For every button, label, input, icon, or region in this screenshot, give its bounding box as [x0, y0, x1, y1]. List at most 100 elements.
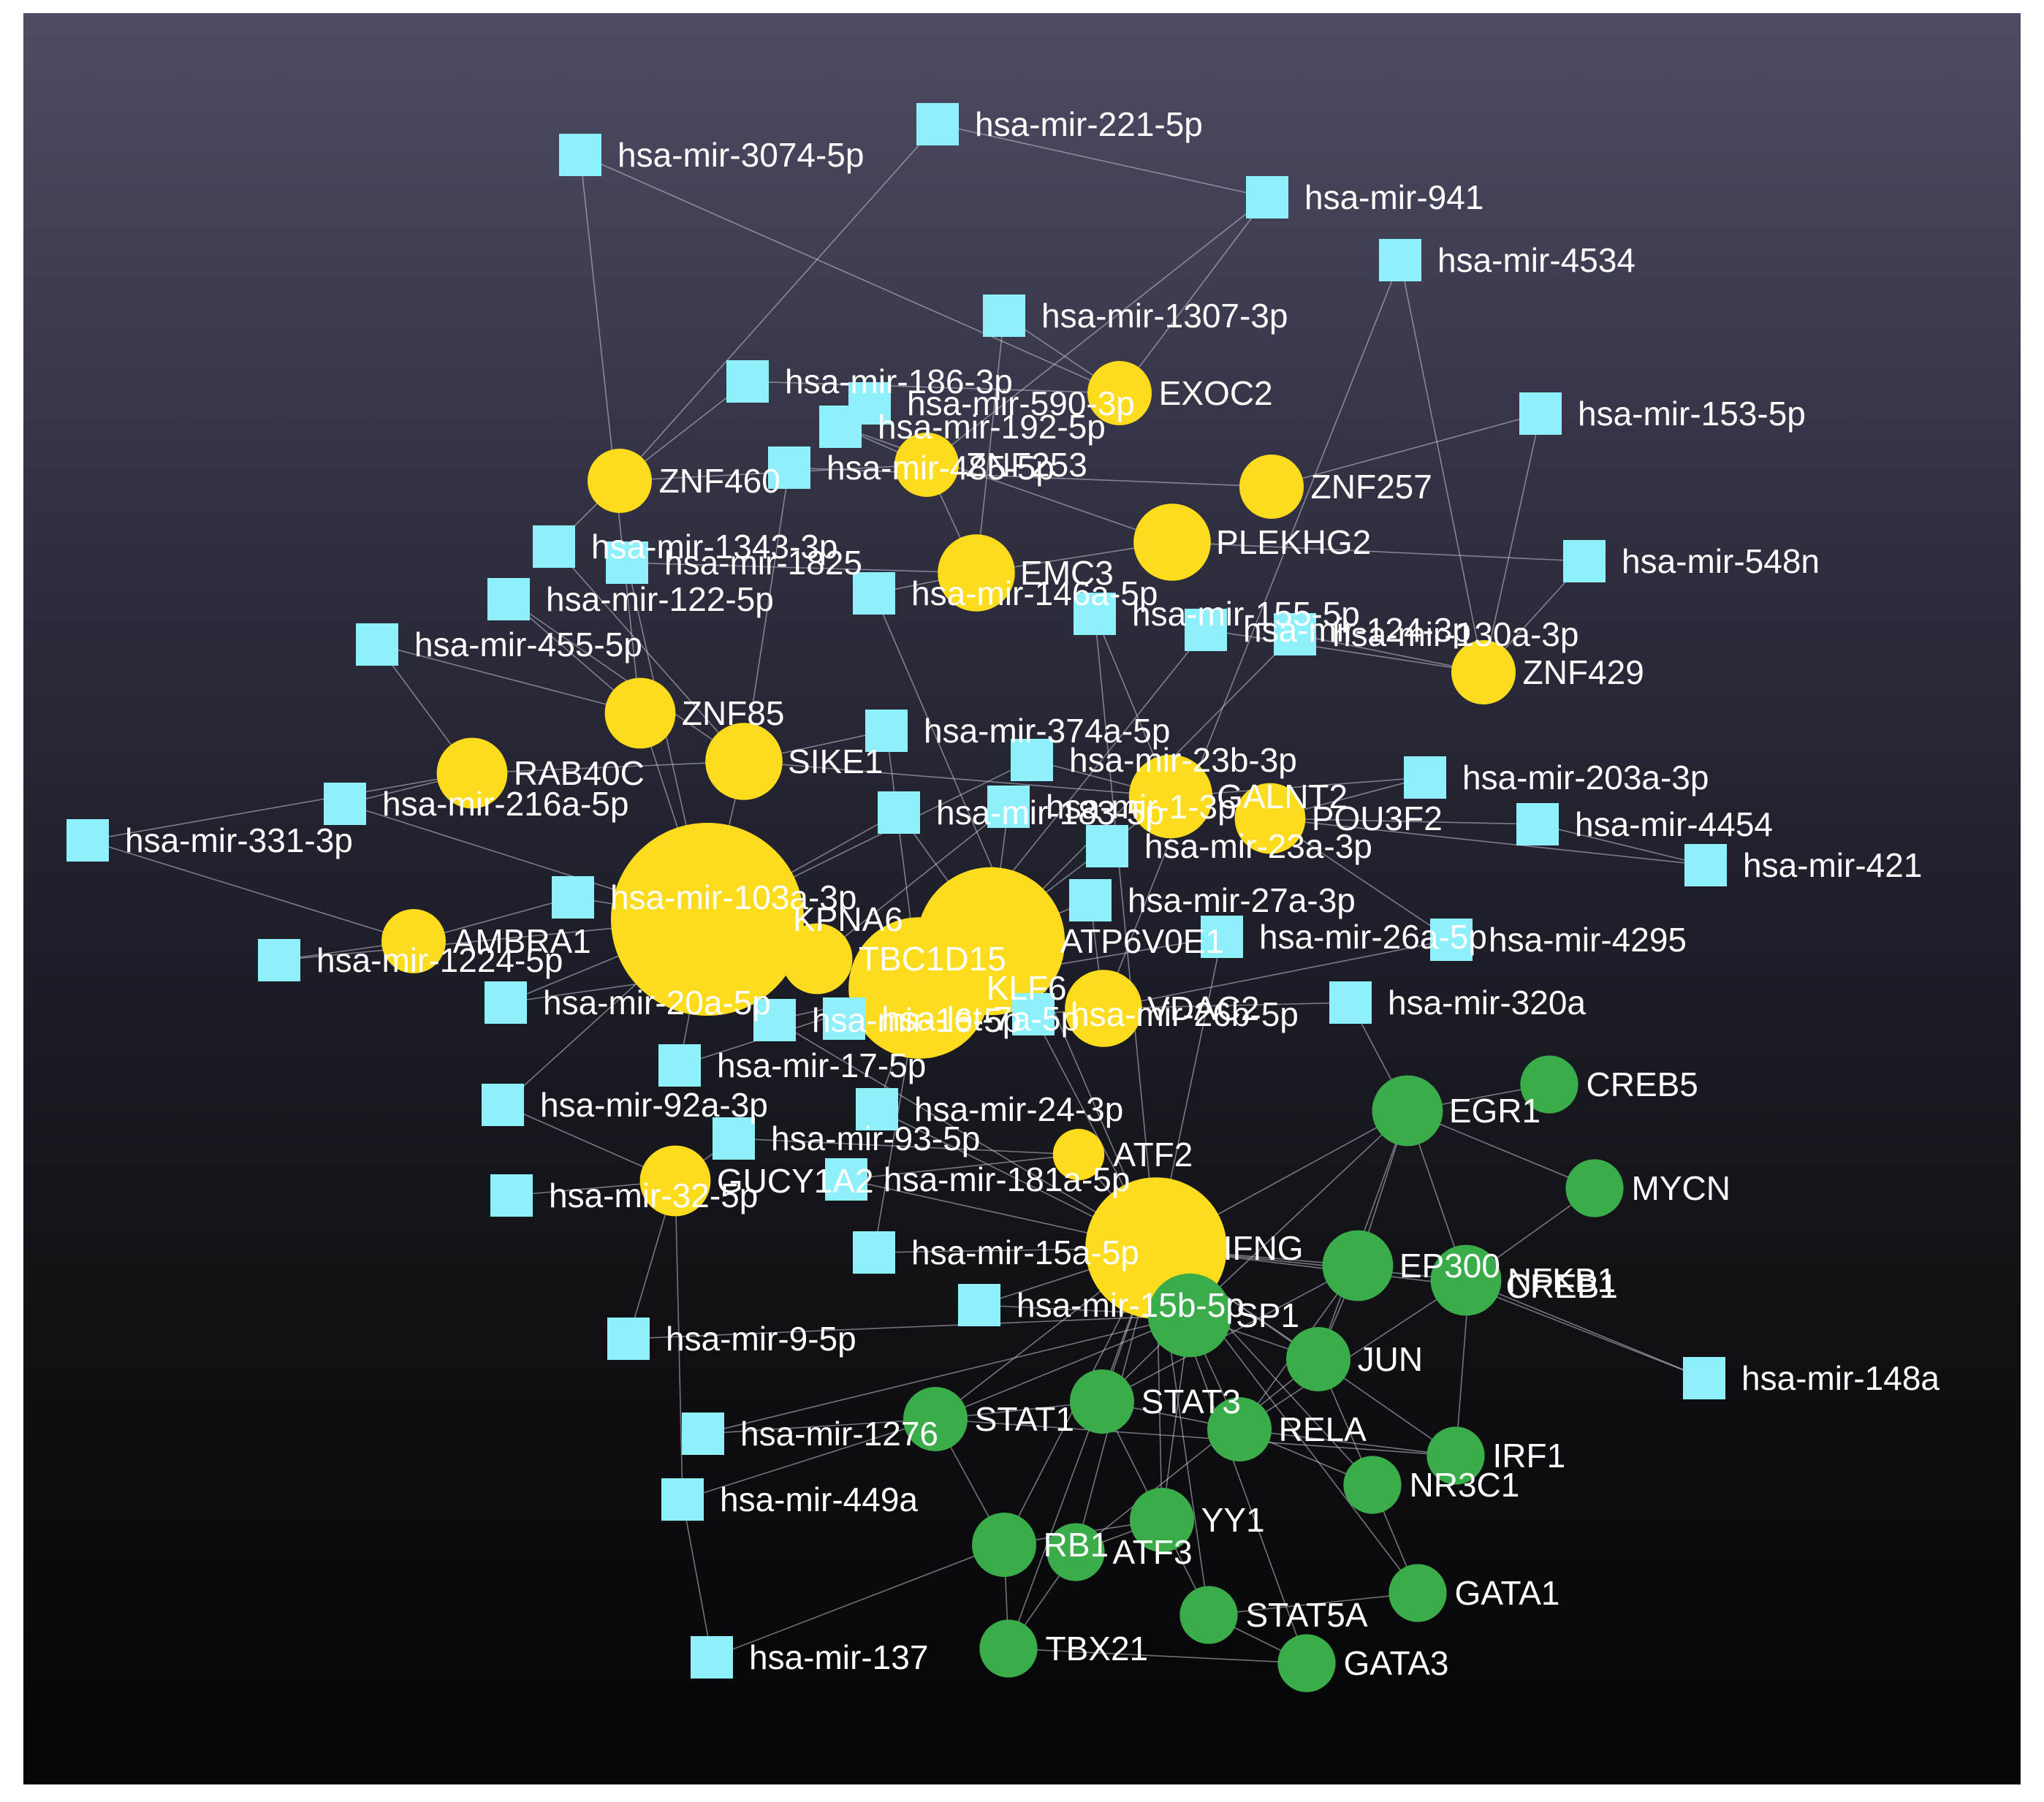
- node-hsa-mir-1825[interactable]: [606, 541, 648, 584]
- node-rb1[interactable]: [972, 1513, 1036, 1577]
- node-znf460[interactable]: [588, 449, 652, 513]
- node-label: GUCY1A2: [717, 1162, 874, 1200]
- node-egr1[interactable]: [1372, 1075, 1443, 1147]
- node-hsa-mir-16-5p[interactable]: [753, 999, 796, 1041]
- node-stat1[interactable]: [903, 1387, 968, 1451]
- node-hsa-mir-455-5p[interactable]: [356, 623, 398, 666]
- node-hsa-mir-153-5p[interactable]: [1519, 392, 1562, 435]
- node-hsa-mir-216a-5p[interactable]: [324, 783, 366, 825]
- node-label: hsa-mir-124-3p: [1243, 611, 1471, 649]
- node-hsa-mir-485-5p[interactable]: [768, 446, 810, 489]
- node-hsa-mir-92a-3p[interactable]: [482, 1084, 524, 1126]
- node-hsa-mir-181a-5p[interactable]: [825, 1158, 867, 1201]
- node-hsa-mir-421[interactable]: [1684, 844, 1727, 886]
- node-hsa-mir-4295[interactable]: [1430, 919, 1473, 961]
- node-hsa-mir-548n[interactable]: [1563, 540, 1606, 582]
- node-hsa-mir-23a-3p[interactable]: [1086, 825, 1128, 867]
- node-atf2[interactable]: [1052, 1128, 1105, 1181]
- node-hsa-mir-148a[interactable]: [1683, 1357, 1725, 1399]
- node-gata3[interactable]: [1277, 1634, 1336, 1692]
- node-hsa-mir-103a-3p[interactable]: [552, 876, 594, 919]
- node-hsa-mir-9-5p[interactable]: [607, 1318, 650, 1360]
- node-sp1[interactable]: [1147, 1273, 1232, 1358]
- node-hsa-mir-93-5p[interactable]: [713, 1117, 755, 1160]
- node-hsa-mir-203a-3p[interactable]: [1404, 756, 1446, 799]
- node-rela[interactable]: [1207, 1397, 1272, 1461]
- node-hsa-mir-124-3p[interactable]: [1185, 609, 1227, 651]
- node-hsa-mir-26a-5p[interactable]: [1201, 916, 1243, 958]
- node-hsa-mir-32-5p[interactable]: [490, 1174, 533, 1217]
- node-hsa-mir-155-5p[interactable]: [1074, 593, 1116, 635]
- node-label: TBC1D15: [859, 940, 1006, 978]
- node-label: NFKB1: [1508, 1261, 1616, 1299]
- node-hsa-mir-221-5p[interactable]: [916, 103, 959, 145]
- mirna-square: [1684, 844, 1727, 886]
- node-znf429[interactable]: [1451, 640, 1516, 704]
- node-hsa-mir-137[interactable]: [691, 1636, 733, 1679]
- node-mycn[interactable]: [1565, 1159, 1624, 1217]
- node-hsa-mir-186-3p[interactable]: [726, 360, 769, 403]
- node-label: STAT3: [1141, 1383, 1241, 1421]
- node-hsa-mir-1307-3p[interactable]: [983, 294, 1025, 337]
- node-gata1[interactable]: [1388, 1564, 1447, 1622]
- node-creb1[interactable]: [1440, 1257, 1498, 1315]
- node-hsa-mir-17-5p[interactable]: [658, 1044, 701, 1087]
- node-hsa-mir-1276[interactable]: [682, 1413, 724, 1455]
- node-hsa-let-7a-5p[interactable]: [823, 997, 865, 1040]
- node-hsa-mir-374a-5p[interactable]: [865, 710, 908, 752]
- node-stat3[interactable]: [1070, 1369, 1134, 1434]
- node-ep300[interactable]: [1322, 1230, 1394, 1301]
- node-hsa-mir-1224-5p[interactable]: [258, 939, 300, 981]
- node-hsa-mir-23b-3p[interactable]: [1011, 739, 1053, 781]
- node-rab40c[interactable]: [436, 737, 508, 809]
- node-pou3f2[interactable]: [1234, 783, 1306, 854]
- node-kpna6[interactable]: [611, 823, 804, 1016]
- node-exoc2[interactable]: [1087, 361, 1152, 425]
- node-klf6[interactable]: [848, 917, 990, 1059]
- node-hsa-mir-183-5p[interactable]: [878, 791, 920, 834]
- node-tbx21[interactable]: [979, 1619, 1038, 1678]
- node-hsa-mir-331-3p[interactable]: [67, 819, 109, 862]
- node-sike1[interactable]: [705, 723, 783, 800]
- node-hsa-mir-146a-5p[interactable]: [853, 572, 895, 615]
- node-hsa-mir-941[interactable]: [1246, 176, 1288, 218]
- node-jun[interactable]: [1286, 1327, 1350, 1391]
- node-vdac2[interactable]: [1065, 970, 1142, 1047]
- node-irf1[interactable]: [1426, 1426, 1485, 1485]
- node-label: hsa-mir-16-5p: [812, 1001, 1021, 1039]
- node-label: RELA: [1279, 1410, 1367, 1448]
- node-hsa-mir-26b-5p[interactable]: [1012, 993, 1055, 1035]
- node-hsa-mir-3074-5p[interactable]: [559, 134, 601, 176]
- node-ambra1[interactable]: [381, 909, 446, 973]
- node-znf253[interactable]: [894, 433, 959, 497]
- node-hsa-mir-1-3p[interactable]: [987, 786, 1030, 828]
- node-hsa-mir-320a[interactable]: [1329, 981, 1372, 1024]
- node-hsa-mir-122-5p[interactable]: [487, 578, 530, 620]
- node-hsa-mir-130a-3p[interactable]: [1274, 613, 1316, 655]
- node-stat5a[interactable]: [1179, 1586, 1238, 1644]
- node-znf257[interactable]: [1239, 455, 1304, 519]
- node-hsa-mir-15b-5p[interactable]: [958, 1284, 1000, 1326]
- node-znf85[interactable]: [604, 677, 676, 749]
- network-edge: [508, 598, 745, 762]
- node-hsa-mir-27a-3p[interactable]: [1069, 879, 1112, 921]
- node-plekhg2[interactable]: [1133, 503, 1211, 581]
- node-tbc1d15[interactable]: [781, 923, 853, 995]
- node-hsa-mir-15a-5p[interactable]: [853, 1231, 895, 1274]
- node-hsa-mir-20a-5p[interactable]: [485, 981, 527, 1024]
- node-hsa-mir-24-3p[interactable]: [856, 1088, 898, 1130]
- node-hsa-mir-1343-3p[interactable]: [533, 525, 575, 568]
- network-edge: [1537, 824, 1706, 866]
- node-yy1[interactable]: [1130, 1488, 1194, 1552]
- node-galnt2[interactable]: [1128, 754, 1213, 839]
- node-hsa-mir-4534[interactable]: [1379, 239, 1421, 281]
- node-atf3[interactable]: [1046, 1523, 1105, 1581]
- node-hsa-mir-4454[interactable]: [1516, 803, 1559, 845]
- node-nr3c1[interactable]: [1343, 1456, 1402, 1514]
- node-hsa-mir-192-5p[interactable]: [819, 406, 862, 448]
- node-emc3[interactable]: [938, 534, 1015, 612]
- node-gucy1a2[interactable]: [639, 1145, 711, 1217]
- node-hsa-mir-449a[interactable]: [661, 1478, 704, 1521]
- network-nodes: hsa-mir-3074-5phsa-mir-221-5phsa-mir-941…: [67, 103, 1939, 1692]
- node-creb5[interactable]: [1520, 1055, 1578, 1114]
